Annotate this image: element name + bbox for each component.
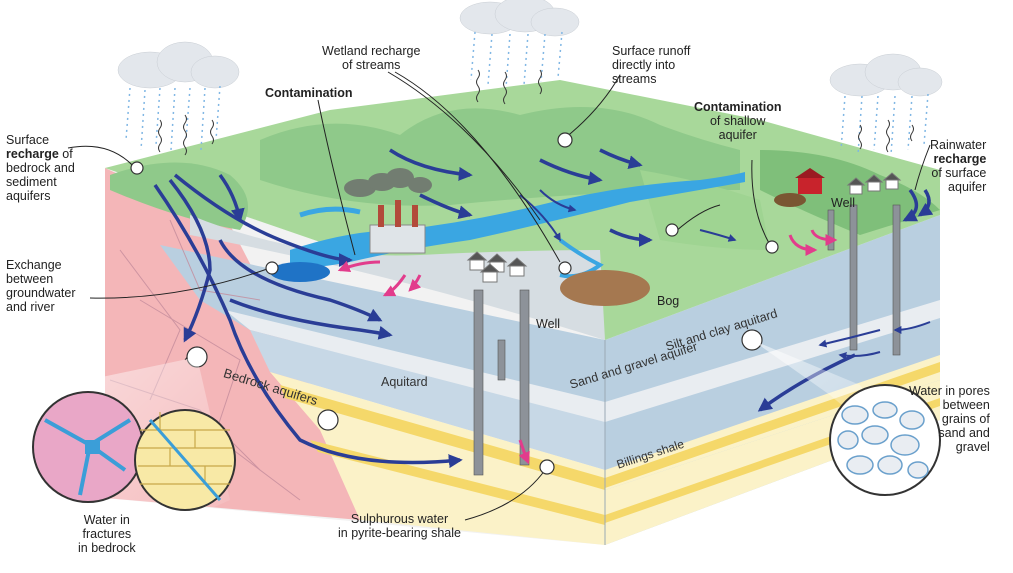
label-contamination-left: Contamination [265,86,353,100]
label-contamination-right: Contamination of shallow aquifer [694,100,782,142]
label-exchange: Exchange between groundwater and river [6,258,76,314]
label-wetland-recharge: Wetland recharge of streams [322,44,421,72]
label-bog: Bog [657,294,680,308]
label-sulphurous-water: Sulphurous water in pyrite-bearing shale [338,512,461,540]
rain-cloud-icon [117,41,240,151]
bog [560,270,650,306]
rain-cloud-icon [829,53,943,156]
label-well-right: Well [831,196,856,210]
label-water-in-fractures: Water in fractures in bedrock [78,513,136,555]
label-aquitard: Aquitard [381,375,428,389]
factory-icon [344,168,432,254]
label-surface-runoff: Surface runoff directly into streams [612,44,691,86]
flow-arrows [153,148,934,469]
label-rainwater-recharge: Rainwater recharge of surface aquifer [930,138,987,194]
well-pipe-icon [473,204,901,476]
magnifier-circle-icon [829,384,941,496]
barn-icon [774,168,825,207]
house-icon [846,172,902,195]
leader-lines [67,71,931,521]
house-icon [466,251,528,283]
label-well-center: Well [536,317,561,331]
rain-cloud-icon [459,0,580,89]
label-surface-recharge: Surface recharge of bedrock and sediment… [6,133,75,203]
contamination-arrows [337,229,838,465]
label-water-in-pores: Water in pores between grains of sand an… [909,384,990,454]
magnifier-circle-icon [32,391,144,503]
magnifier-circle-icon [134,409,236,511]
